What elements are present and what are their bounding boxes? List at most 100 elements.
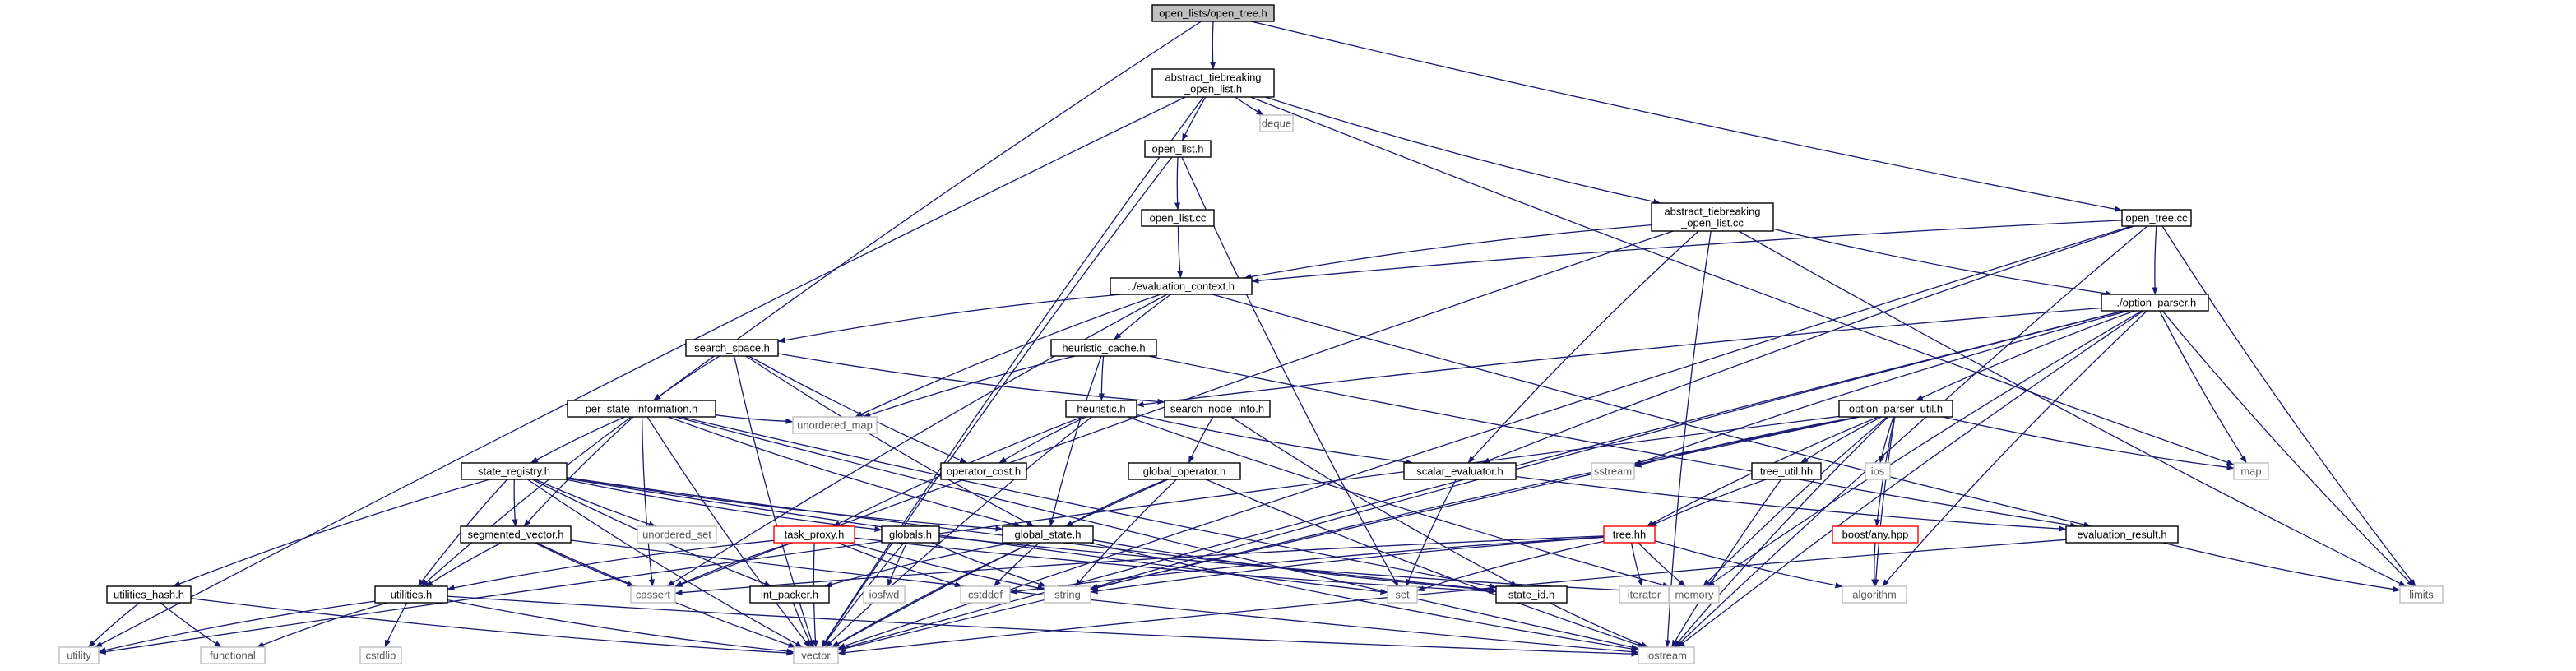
node-eval-ctx[interactable]: ../evaluation_context.h (1110, 277, 1253, 295)
node-ol-h[interactable]: open_list.h (1144, 140, 1212, 158)
node-box (1259, 114, 1294, 132)
edge-utilities-to-utility (98, 600, 376, 654)
edge-eval_result-to-vector (837, 539, 2067, 656)
edge-ol_cc-to-eval_ctx (1177, 225, 1184, 279)
node-opt-parser[interactable]: ../option_parser.h (2101, 294, 2209, 312)
node-atol-h[interactable]: abstract_tiebreaking_open_list.h (1151, 68, 1275, 98)
node-deque: deque (1259, 114, 1294, 132)
node-heuristic[interactable]: heuristic.h (1065, 400, 1137, 418)
node-box (1151, 4, 1275, 22)
edge-sni-to-global_op (1188, 416, 1214, 464)
node-box (1164, 400, 1271, 418)
node-label: scalar_evaluator.h (1416, 465, 1503, 478)
edge-state_id-to-iostream (1549, 602, 1649, 648)
node-box (685, 339, 779, 357)
edge-ot_cc-to-limits (2161, 225, 2416, 587)
node-set: set (1387, 585, 1418, 604)
edge-ot_cc-to-eval_ctx (1251, 220, 2123, 284)
node-box (637, 525, 717, 544)
node-atol-cc[interactable]: abstract_tiebreaking_open_list.cc (1651, 202, 1774, 232)
edge-search_space-to-sni (777, 353, 1165, 405)
node-box (1128, 462, 1241, 480)
node-state-id[interactable]: state_id.h (1495, 585, 1568, 604)
node-psi[interactable]: per_state_information.h (567, 400, 716, 418)
node-box (793, 646, 839, 664)
node-global-state[interactable]: global_state.h (1002, 525, 1094, 544)
node-tree-hh[interactable]: tree.hh (1603, 525, 1656, 544)
node-seg-vec[interactable]: segmented_vector.h (460, 525, 572, 544)
node-box (2233, 462, 2269, 480)
node-label: cstdlib (366, 650, 396, 662)
edge-task_proxy-to-utilities (447, 539, 775, 591)
node-ol-cc[interactable]: open_list.cc (1141, 209, 1215, 227)
node-int-packer[interactable]: int_packer.h (749, 585, 830, 604)
node-label: option_parser_util.h (1849, 403, 1943, 415)
node-box (1603, 525, 1656, 544)
edge-tree_hh-to-string (1090, 536, 1605, 595)
edge-opu-to-string (1090, 416, 1860, 591)
node-label: boost/any.hpp (1842, 529, 1909, 541)
node-label: task_proxy.h (785, 529, 845, 541)
node-state-reg[interactable]: state_registry.h (461, 462, 568, 480)
node-algorithm: algorithm (1842, 585, 1907, 604)
edge-tree_hh-to-cstddef (1009, 536, 1605, 595)
node-scalar-eval[interactable]: scalar_evaluator.h (1403, 462, 1517, 480)
node-cstdlib: cstdlib (359, 646, 402, 664)
node-box (1638, 646, 1695, 664)
node-utility: utility (58, 646, 100, 664)
edge-layer (88, 21, 2416, 657)
edge-eval_ctx-to-unordered_map (855, 294, 1161, 418)
edge-root-to-ot_cc (1250, 21, 2123, 212)
edge-boost_any-to-algorithm (1871, 542, 1878, 587)
node-eval-result[interactable]: evaluation_result.h (2065, 525, 2179, 544)
node-box (960, 585, 1011, 604)
edge-utilities-to-iostream (447, 595, 1639, 657)
node-boost-any[interactable]: boost/any.hpp (1832, 525, 1919, 544)
edge-opu-to-tree_util (1800, 416, 1882, 464)
node-opu[interactable]: option_parser_util.h (1838, 400, 1953, 418)
node-label: algorithm (1852, 589, 1896, 601)
node-cassert: cassert (630, 585, 676, 604)
node-op-cost[interactable]: operator_cost.h (940, 462, 1027, 480)
node-tree-util[interactable]: tree_util.hh (1751, 462, 1822, 480)
node-utilities-hash[interactable]: utilities_hash.h (106, 585, 192, 604)
node-utilities[interactable]: utilities.h (374, 585, 448, 604)
node-box (749, 585, 830, 604)
node-label: sstream (1594, 465, 1632, 478)
node-sni[interactable]: search_node_info.h (1164, 400, 1271, 418)
edge-sni-to-state_id (1230, 416, 1518, 587)
node-label: global_state.h (1015, 529, 1082, 541)
edge-tree_hh-to-cassert (674, 535, 1605, 596)
node-label: _open_list.cc (1680, 217, 1744, 229)
node-search-space[interactable]: search_space.h (685, 339, 779, 357)
edge-scalar_eval-to-set (1406, 479, 1457, 587)
edge-globals-to-vector (822, 542, 905, 648)
edge-eval_result-to-limits (2162, 542, 2401, 593)
node-heur-cache[interactable]: heuristic_cache.h (1050, 339, 1157, 357)
node-label: set (1395, 589, 1410, 601)
node-label: operator_cost.h (947, 465, 1021, 478)
node-globals[interactable]: globals.h (881, 525, 940, 544)
edge-tree_hh-to-iterator (1630, 542, 1643, 587)
node-box (630, 585, 676, 604)
edge-opt_parser-to-limits (2161, 310, 2415, 587)
node-box (1495, 585, 1568, 604)
node-box (359, 646, 402, 664)
node-root[interactable]: open_lists/open_tree.h (1151, 4, 1275, 22)
node-global-op[interactable]: global_operator.h (1128, 462, 1241, 480)
node-ot-cc[interactable]: open_tree.cc (2121, 209, 2192, 227)
node-functional: functional (200, 646, 266, 664)
edge-opt_parser-to-memory (1707, 310, 2143, 587)
edge-state_reg-to-vector (527, 479, 803, 648)
node-label: state_registry.h (478, 465, 550, 478)
edge-psi-to-iostream (675, 416, 1639, 650)
edge-utilities-to-vector (447, 599, 795, 655)
node-box (792, 416, 878, 434)
edge-tree_util-to-iostream (1670, 479, 1782, 648)
edge-seg_vec-to-cassert (534, 542, 635, 587)
node-label: int_packer.h (761, 589, 818, 601)
edge-opt_parser-to-opu (1915, 310, 2135, 401)
node-task-proxy[interactable]: task_proxy.h (773, 525, 855, 544)
node-cstddef: cstddef (960, 585, 1011, 604)
edge-eval_ctx-to-search_space (777, 294, 1122, 344)
